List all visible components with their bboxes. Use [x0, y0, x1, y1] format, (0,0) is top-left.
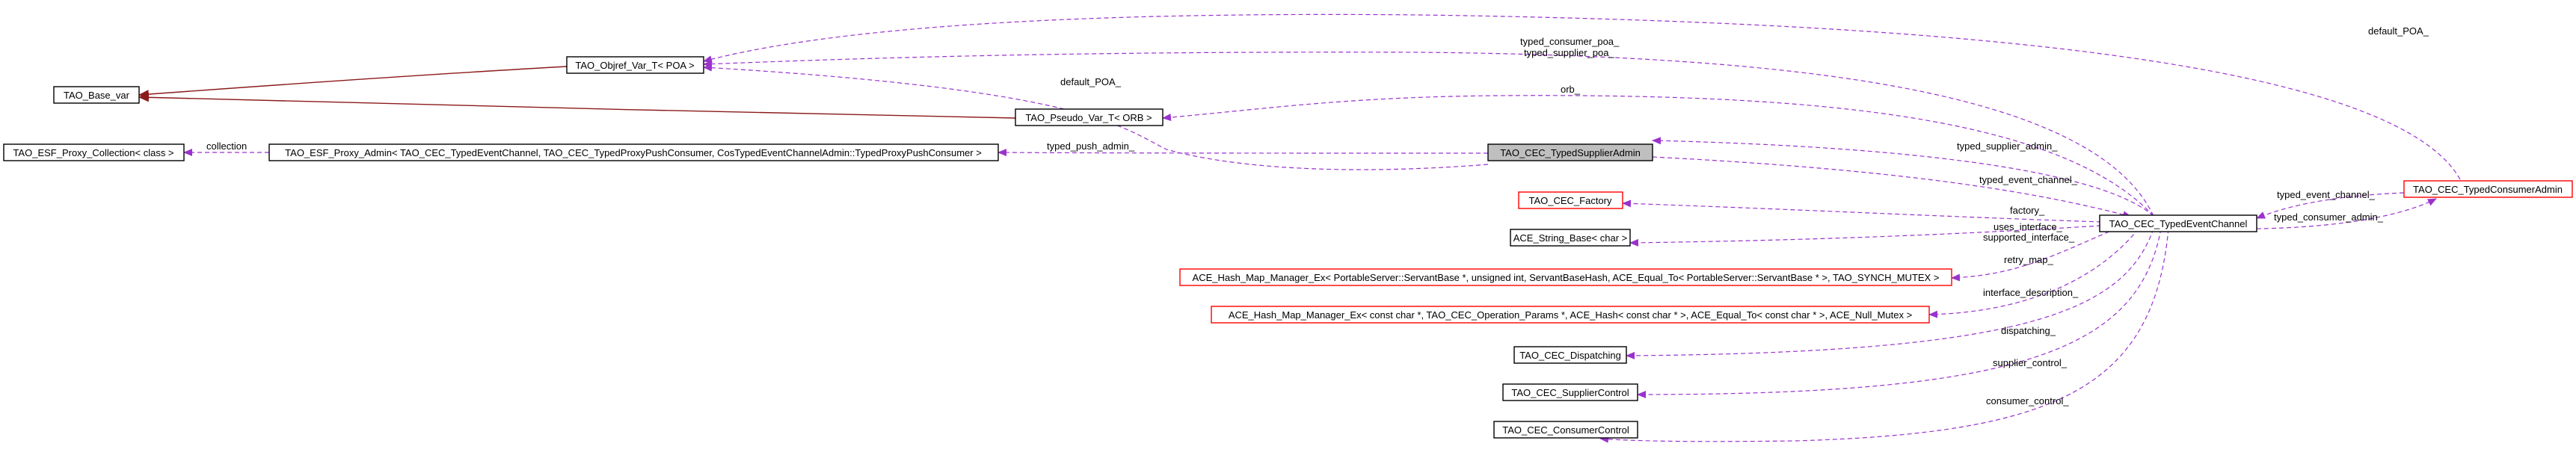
node-string-base[interactable]: ACE_String_Base< char > — [1510, 229, 1631, 247]
node-pseudo-var[interactable]: TAO_Pseudo_Var_T< ORB > — [1015, 108, 1163, 126]
node-hash-map-1[interactable]: ACE_Hash_Map_Manager_Ex< PortableServer:… — [1179, 268, 1952, 286]
label-default-poa-top: default_POA_ — [2368, 25, 2429, 37]
node-proxy-admin-label: TAO_ESF_Proxy_Admin< TAO_CEC_TypedEventC… — [285, 147, 982, 158]
edge-retry-map — [1951, 228, 2117, 282]
edge-string-base — [1629, 225, 2102, 247]
edge-factory — [1622, 200, 2102, 223]
node-supplier-control[interactable]: TAO_CEC_SupplierControl — [1502, 383, 1638, 401]
node-consumer-admin[interactable]: TAO_CEC_TypedConsumerAdmin — [2403, 180, 2573, 198]
node-consumer-control-label: TAO_CEC_ConsumerControl — [1502, 424, 1629, 436]
label-supported-interface: supported_interface_ — [1983, 232, 2075, 243]
node-consumer-control[interactable]: TAO_CEC_ConsumerControl — [1493, 421, 1638, 439]
node-objref-var[interactable]: TAO_Objref_Var_T< POA > — [566, 56, 704, 74]
label-typed-supplier-admin: typed_supplier_admin_ — [1957, 140, 2058, 152]
label-consumer-control: consumer_control_ — [1986, 395, 2069, 406]
node-factory-label: TAO_CEC_Factory — [1528, 195, 1612, 206]
node-supplier-admin-label: TAO_CEC_TypedSupplierAdmin — [1500, 147, 1641, 158]
label-default-poa-mid: default_POA_ — [1060, 76, 1122, 87]
edge-dispatching — [1626, 228, 2154, 359]
label-typed-consumer-admin: typed_consumer_admin_ — [2274, 211, 2384, 223]
label-typed-consumer-poa: typed_consumer_poa_ — [1520, 36, 1620, 47]
edge-objref-to-base — [138, 66, 568, 99]
label-typed-event-channel-2: typed_event_channel_ — [2277, 189, 2376, 200]
node-string-base-label: ACE_String_Base< char > — [1513, 232, 1627, 244]
node-hash-map-1-label: ACE_Hash_Map_Manager_Ex< PortableServer:… — [1193, 272, 1940, 283]
edge-typed-supplier-admin — [1652, 137, 2154, 217]
node-objref-var-label: TAO_Objref_Var_T< POA > — [575, 60, 694, 71]
label-interface-description: interface_description_ — [1983, 287, 2079, 298]
label-supplier-control: supplier_control_ — [1993, 357, 2068, 368]
node-event-channel[interactable]: TAO_CEC_TypedEventChannel — [2099, 214, 2257, 232]
edge-supplier-control — [1637, 228, 2162, 398]
node-proxy-collection[interactable]: TAO_ESF_Proxy_Collection< class > — [3, 143, 185, 161]
edge-typed-push-admin — [997, 149, 1489, 157]
edge-consumer-control — [1599, 228, 2169, 443]
label-dispatching: dispatching_ — [2001, 325, 2056, 336]
node-consumer-admin-label: TAO_CEC_TypedConsumerAdmin — [2413, 184, 2563, 195]
node-factory[interactable]: TAO_CEC_Factory — [1518, 191, 1623, 209]
edge-labels: default_POA_ typed_consumer_poa_ typed_s… — [206, 25, 2429, 406]
label-retry-map: retry_map_ — [2004, 254, 2054, 265]
edge-orb — [1162, 95, 2154, 217]
label-collection: collection — [206, 140, 247, 152]
node-supplier-control-label: TAO_CEC_SupplierControl — [1511, 387, 1629, 398]
label-orb: orb_ — [1561, 84, 1581, 95]
node-hash-map-2[interactable]: ACE_Hash_Map_Manager_Ex< const char *, T… — [1211, 306, 1930, 324]
node-dispatching-label: TAO_CEC_Dispatching — [1519, 350, 1621, 361]
edge-typed-consumer-admin — [2256, 198, 2437, 229]
node-dispatching[interactable]: TAO_CEC_Dispatching — [1513, 346, 1627, 364]
node-proxy-admin[interactable]: TAO_ESF_Proxy_Admin< TAO_CEC_TypedEventC… — [268, 143, 999, 161]
edge-typed-event-channel-2 — [2256, 192, 2405, 219]
node-hash-map-2-label: ACE_Hash_Map_Manager_Ex< const char *, T… — [1229, 309, 1912, 321]
node-base-var[interactable]: TAO_Base_var — [53, 86, 140, 104]
edges — [138, 13, 2461, 443]
label-typed-supplier-poa: typed_supplier_poa_ — [1524, 47, 1614, 58]
edge-default-poa-top — [703, 13, 2461, 180]
edge-typed-event-channel-1 — [1652, 156, 2132, 218]
label-typed-push-admin: typed_push_admin_ — [1047, 140, 1135, 152]
node-supplier-admin[interactable]: TAO_CEC_TypedSupplierAdmin — [1487, 143, 1653, 161]
label-typed-event-channel-1: typed_event_channel_ — [1979, 174, 2078, 185]
edge-default-poa-mid — [703, 64, 1489, 170]
edge-pseudo-to-base — [138, 93, 1016, 119]
node-pseudo-var-label: TAO_Pseudo_Var_T< ORB > — [1025, 112, 1152, 123]
node-event-channel-label: TAO_CEC_TypedEventChannel — [2109, 218, 2248, 229]
nodes: TAO_Base_var TAO_Objref_Var_T< POA > TAO… — [3, 56, 2573, 439]
label-uses-interface: uses_interface_ — [1994, 221, 2063, 232]
node-base-var-label: TAO_Base_var — [64, 90, 130, 101]
edge-typed-poa — [703, 52, 2154, 217]
label-factory: factory_ — [2010, 205, 2045, 216]
node-proxy-collection-label: TAO_ESF_Proxy_Collection< class > — [13, 147, 173, 158]
